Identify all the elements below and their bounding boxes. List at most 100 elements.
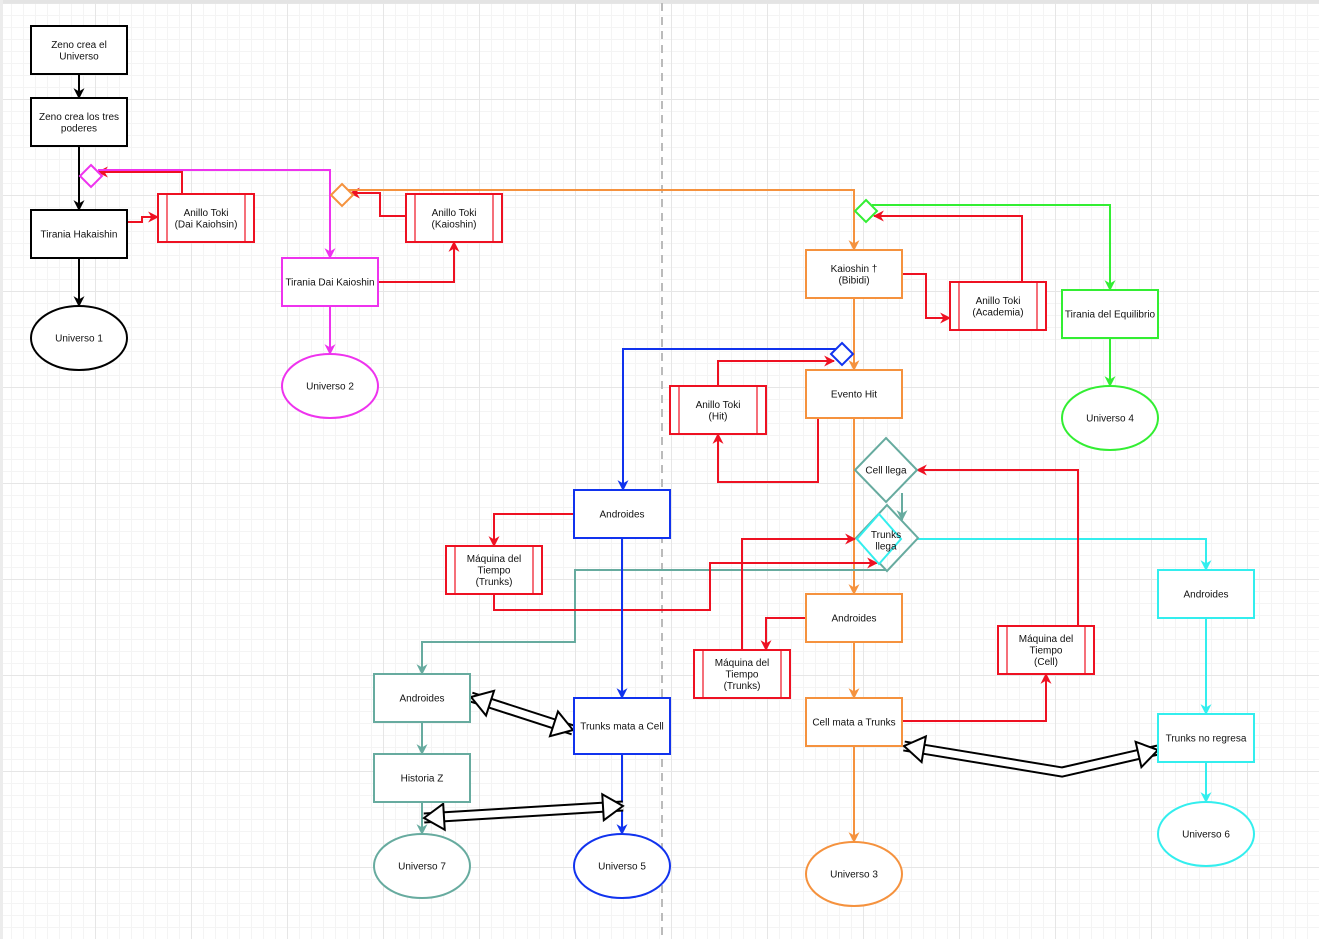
edge-junction-green-to-tirania-equilibrio[interactable] — [872, 204, 1116, 292]
arrowhead-start-icon — [469, 689, 496, 718]
node-cell-llega[interactable]: Cell llega — [853, 436, 919, 504]
terminal-shape — [573, 833, 671, 899]
link-historia-z-universo-5[interactable] — [423, 802, 624, 822]
node-label: Cell mata a Trunks — [812, 718, 895, 729]
link-cell-mata-trunks-trunks-no-regresa[interactable] — [903, 742, 1159, 776]
node-androides-blue[interactable]: Androides — [573, 489, 671, 539]
node-anillo-kaioshin[interactable]: Anillo Toki(Kaioshin) — [405, 193, 503, 243]
arrowhead-start-icon — [422, 801, 446, 832]
node-universo-2[interactable]: Universo 2 — [281, 353, 379, 419]
edge-maquina-trunks-1-to-trunks-llega[interactable] — [493, 557, 879, 611]
node-label: (Kaioshin) — [431, 219, 476, 230]
node-label: poderes — [61, 123, 97, 134]
process-shape — [30, 25, 128, 75]
edge-junction-magenta-to-tirania-dai-kaioshin[interactable] — [98, 169, 336, 260]
node-trunks-no-regresa[interactable]: Trunks no regresa — [1157, 713, 1255, 763]
subprocess-shape — [997, 625, 1095, 675]
edge-cell-mata-trunks-to-maquina-cell[interactable] — [902, 672, 1052, 722]
node-label: Historia Z — [401, 774, 444, 785]
node-label: Cell llega — [865, 466, 907, 477]
node-label: Tirania Hakaishin — [41, 230, 118, 241]
process-shape — [373, 753, 471, 803]
node-universo-7[interactable]: Universo 7 — [373, 833, 471, 899]
node-universo-4[interactable]: Universo 4 — [1061, 385, 1159, 451]
node-kaioshin-bibidi[interactable]: Kaioshin †(Bibidi) — [805, 249, 903, 299]
process-shape — [1157, 713, 1255, 763]
node-label: (Dai Kaiohsin) — [175, 219, 238, 230]
node-label: Universo 2 — [306, 382, 354, 393]
junction-blue[interactable] — [829, 341, 855, 367]
node-label: Universo 6 — [1182, 830, 1230, 841]
subprocess-shape — [157, 193, 255, 243]
edge-maquina-cell-to-cell-llega[interactable] — [915, 464, 1079, 626]
node-trunks-mata-cell[interactable]: Trunks mata a Cell — [573, 697, 671, 755]
node-label: Anillo Toki — [696, 400, 741, 411]
edge-androides-blue-to-maquina-trunks-1[interactable] — [488, 513, 574, 548]
edge-anillo-kaioshin-to-junction-orange[interactable] — [348, 187, 406, 217]
arrowhead-start-icon — [902, 734, 928, 765]
node-cell-mata-trunks[interactable]: Cell mata a Trunks — [805, 697, 903, 747]
node-label: (Cell) — [1034, 657, 1058, 668]
node-anillo-hit[interactable]: Anillo Toki(Hit) — [669, 385, 767, 435]
node-label: Tiempo — [726, 670, 759, 681]
edge-anillo-dai-kaiohsin-to-junction-magenta[interactable] — [96, 166, 183, 194]
edge-androides-orange-to-maquina-trunks-2[interactable] — [760, 617, 806, 652]
junction-green[interactable] — [853, 198, 879, 224]
junction-orange[interactable] — [329, 182, 355, 208]
node-label: llega — [875, 541, 897, 552]
node-label: Zeno crea el — [51, 40, 107, 51]
node-label: Universo — [59, 51, 99, 62]
node-tirania-dai-kaioshin[interactable]: Tirania Dai Kaioshin — [281, 257, 379, 307]
node-universo-3[interactable]: Universo 3 — [805, 841, 903, 907]
process-shape — [573, 489, 671, 539]
edge-maquina-trunks-2-to-trunks-llega[interactable] — [741, 533, 857, 698]
edge-evento-hit-to-anillo-hit[interactable] — [712, 418, 819, 483]
arrowhead-end-icon — [1134, 740, 1160, 770]
node-tirania-equilibrio[interactable]: Tirania del Equilibrio — [1061, 289, 1159, 339]
node-anillo-academia[interactable]: Anillo Toki(Academia) — [949, 281, 1047, 331]
terminal-shape — [30, 305, 128, 371]
node-label: Universo 3 — [830, 870, 878, 881]
edge-trunks-llega-to-androides-teal[interactable] — [416, 569, 886, 676]
node-tirania-hakaishin[interactable]: Tirania Hakaishin — [30, 209, 128, 259]
edge-junction-orange-to-kaioshin-bibidi[interactable] — [346, 189, 860, 252]
node-anillo-dai-kaiohsin[interactable]: Anillo Toki(Dai Kaiohsin) — [157, 193, 255, 243]
edge-anillo-hit-to-junction-blue[interactable] — [717, 355, 836, 386]
process-shape — [805, 697, 903, 747]
edge-trunks-llega-to-androides-cyan[interactable] — [917, 538, 1212, 572]
subprocess-shape — [949, 281, 1047, 331]
node-label: Trunks no regresa — [1166, 734, 1247, 745]
subprocess-shape — [693, 649, 791, 699]
node-androides-orange[interactable]: Androides — [805, 593, 903, 643]
edge-kaioshin-bibidi-to-anillo-academia[interactable] — [902, 273, 952, 324]
node-historia-z[interactable]: Historia Z — [373, 753, 471, 803]
node-evento-hit[interactable]: Evento Hit — [805, 369, 903, 419]
node-label: Máquina del — [1019, 634, 1073, 645]
edge-anillo-academia-to-junction-green[interactable] — [872, 210, 1023, 282]
node-label: Tiempo — [478, 566, 511, 577]
node-universo-5[interactable]: Universo 5 — [573, 833, 671, 899]
process-shape — [805, 249, 903, 299]
edge-tirania-dai-kaioshin-to-anillo-kaioshin[interactable] — [378, 240, 460, 283]
junction-magenta[interactable] — [78, 163, 104, 189]
edge-tirania-hakaishin-to-anillo-dai-kaiohsin[interactable] — [127, 211, 160, 223]
node-androides-teal[interactable]: Androides — [373, 673, 471, 723]
terminal-shape — [373, 833, 471, 899]
node-label: (Academia) — [972, 307, 1023, 318]
edge-junction-blue-to-androides-blue[interactable] — [617, 348, 836, 492]
node-universo-6[interactable]: Universo 6 — [1157, 801, 1255, 867]
process-shape — [1061, 289, 1159, 339]
process-shape — [281, 257, 379, 307]
subprocess-shape — [405, 193, 503, 243]
node-universo-1[interactable]: Universo 1 — [30, 305, 128, 371]
process-shape — [805, 593, 903, 643]
node-androides-cyan[interactable]: Androides — [1157, 569, 1255, 619]
